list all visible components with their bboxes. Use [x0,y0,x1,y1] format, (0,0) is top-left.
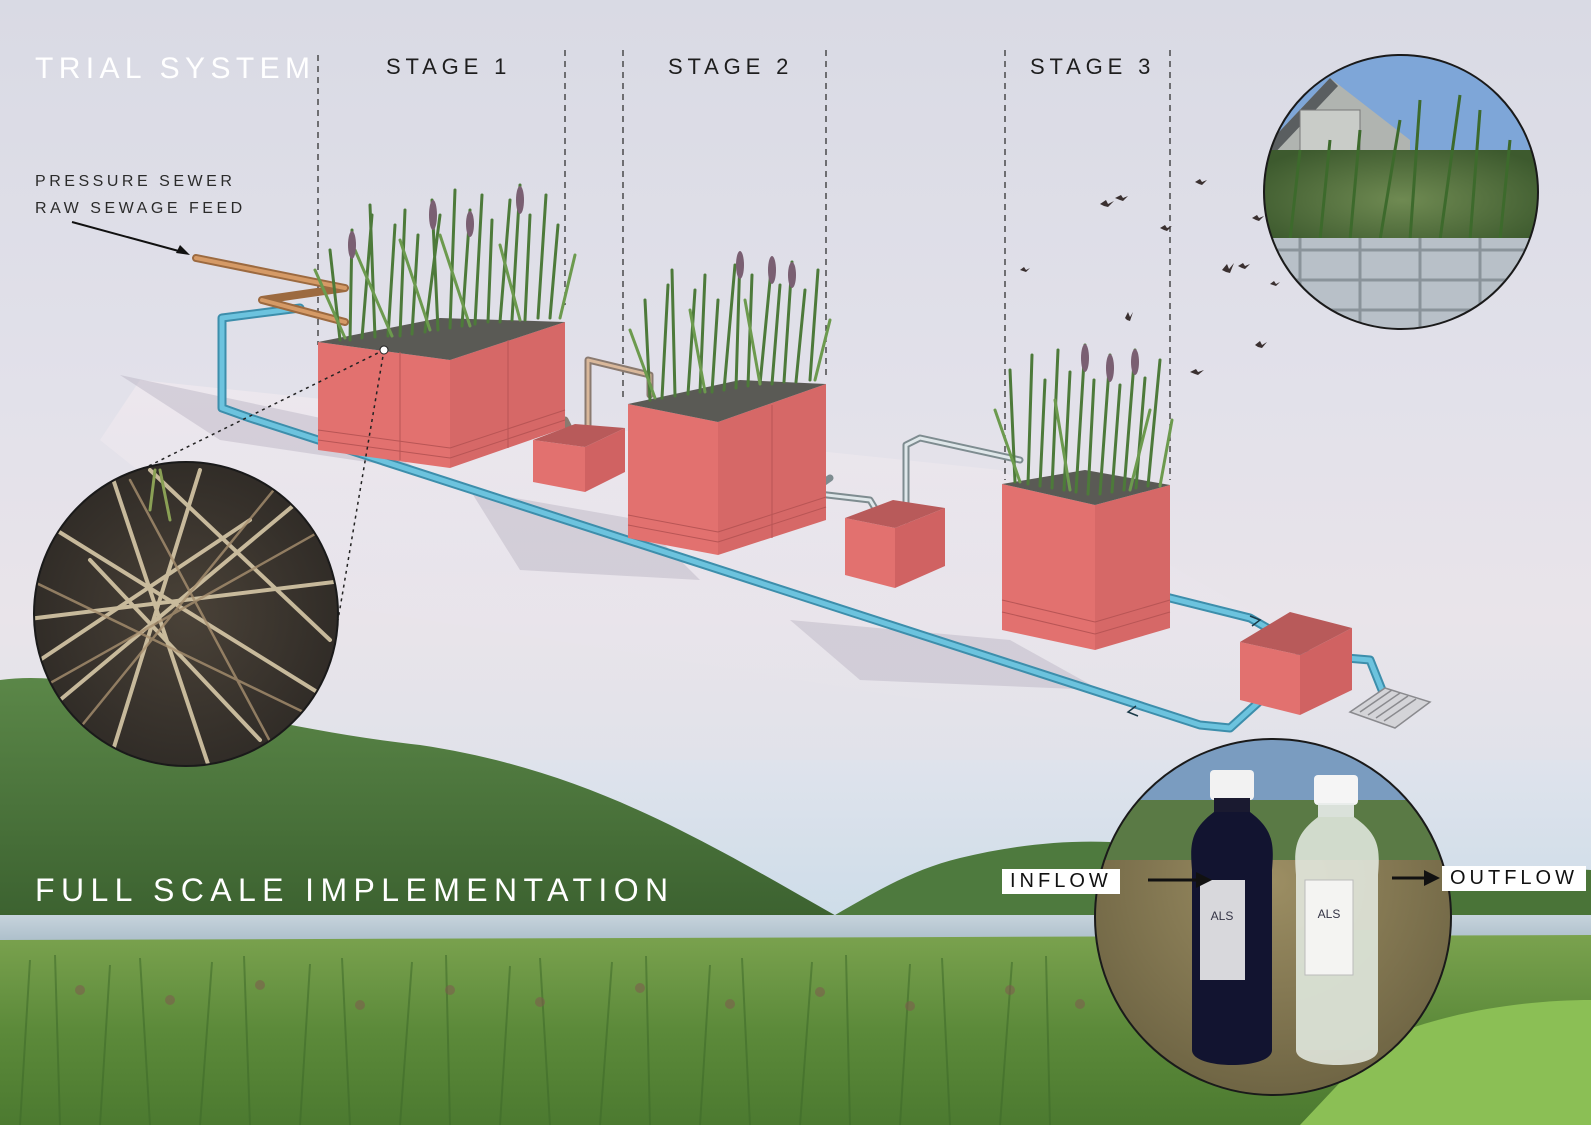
outflow-bottle: ALS [1295,775,1379,1065]
stage1-plumes [348,186,524,259]
drain-grate-icon [1348,687,1432,729]
stage2-sump [845,500,945,588]
svg-text:ALS: ALS [1318,907,1341,921]
outflow-arrow-icon [1392,870,1440,886]
hill-right [830,841,1120,918]
flow-arrows [1126,615,1262,717]
arrow-right-icon [71,221,190,255]
stage3-planter [1001,470,1171,650]
inflow-bottle: ALS [1191,770,1273,1065]
reed-texture [19,954,1051,1125]
stage3-plumes [1081,344,1139,382]
final-sump [1240,612,1352,715]
inflow-label: INFLOW [1002,869,1120,894]
svg-text:ALS: ALS [1211,909,1234,923]
stage1-reeds [313,183,577,342]
page-title: TRIAL SYSTEM [35,52,316,85]
soil-closeup-photo [33,461,339,767]
sample-bottles-photo: ALS ALS [1094,738,1452,1096]
stage2-planter [627,380,827,555]
inflow-arrow-icon [1148,872,1212,888]
feed-label-line2: RAW SEWAGE FEED [35,200,246,217]
lawn [1300,1000,1591,1125]
full-scale-title: FULL SCALE IMPLEMENTATION [35,872,675,908]
outflow-label: OUTFLOW [1442,866,1586,891]
stage-dividers [317,50,1171,480]
stage2-reeds [628,253,832,402]
stage1-sump [533,424,625,492]
stage-1-label: STAGE 1 [386,54,512,79]
trial-site-photo [1263,54,1539,330]
stage3-reeds [993,343,1174,496]
stage2-plumes [736,251,796,288]
feed-label-line1: PRESSURE SEWER [35,173,236,190]
bird-icons [1020,179,1280,375]
stage-3-label: STAGE 3 [1030,54,1156,79]
reed-plumes [75,980,1085,1011]
stage-2-label: STAGE 2 [668,54,794,79]
